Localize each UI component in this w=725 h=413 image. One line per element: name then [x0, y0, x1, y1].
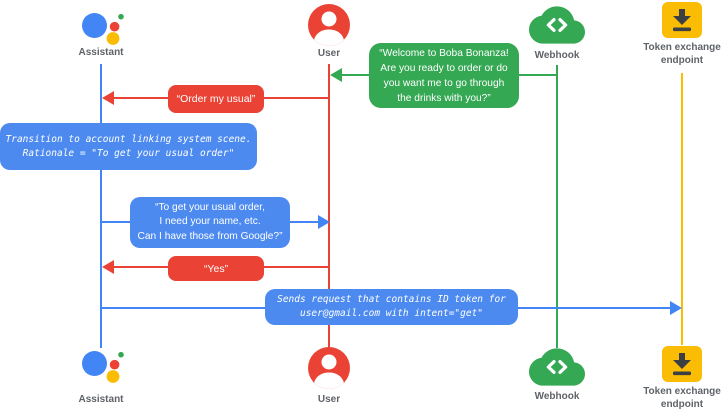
token-endpoint-lifeline [681, 73, 683, 345]
webhook-label-top: Webhook [534, 50, 580, 61]
assistant-label-bottom: Assistant [78, 394, 124, 405]
webhook-lifeline [556, 65, 558, 348]
assistant-logo-icon [82, 351, 124, 383]
ask-for-info-message: “To get your usual order, I need your na… [130, 197, 290, 248]
order-my-usual-message: “Order my usual” [168, 85, 264, 113]
order-arrowhead-icon [102, 91, 114, 105]
token-endpoint-icon [662, 2, 702, 38]
download-arrow-icon [673, 9, 691, 32]
assistant-label-top: Assistant [78, 47, 124, 58]
token-endpoint-label-top: Token exchange endpoint [643, 42, 721, 66]
yes-arrowhead-icon [102, 260, 114, 274]
token-endpoint-label-bottom: Token exchange endpoint [643, 386, 721, 410]
user-icon [308, 4, 350, 46]
webhook-cloud-icon [529, 348, 585, 386]
assistant-logo-icon [82, 13, 124, 45]
download-arrow-icon [673, 353, 691, 376]
welcome-message: “Welcome to Boba Bonanza! Are you ready … [369, 43, 519, 108]
sends-request-message: Sends request that contains ID token for… [265, 289, 518, 325]
token-endpoint-icon [662, 346, 702, 382]
ask-arrowhead-icon [318, 215, 330, 229]
welcome-arrowhead-icon [330, 68, 342, 82]
sends-request-arrowhead-icon [670, 301, 682, 315]
user-icon [308, 347, 350, 389]
yes-message: “Yes” [168, 256, 264, 281]
user-lifeline [328, 64, 330, 348]
assistant-lifeline [100, 64, 102, 348]
webhook-cloud-icon [529, 6, 585, 44]
webhook-label-bottom: Webhook [534, 391, 580, 402]
user-label-bottom: User [317, 394, 341, 405]
user-label-top: User [317, 48, 341, 59]
transition-note: Transition to account linking system sce… [0, 123, 257, 170]
